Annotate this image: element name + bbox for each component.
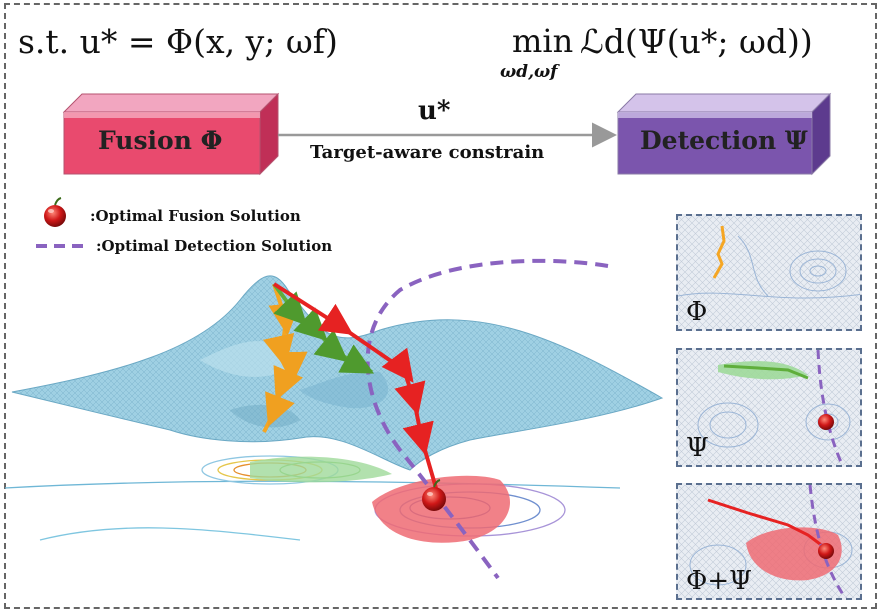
- panel-fusion-plot: [678, 216, 860, 329]
- arrow-caption: Target-aware constrain: [310, 142, 545, 163]
- objective-formula: ℒd(Ψ(u*; ωd)): [580, 22, 813, 61]
- legend-fusion-label: :Optimal Fusion Solution: [90, 207, 301, 225]
- objective-subscript: ωd,ωf: [500, 62, 558, 82]
- fusion-solution-apple-icon: [422, 479, 446, 511]
- objective-min: min: [512, 22, 574, 60]
- panel-detection-plot: [678, 350, 860, 465]
- panel-combined-plot: [678, 485, 860, 598]
- detection-solution-curve: [365, 258, 609, 580]
- legend-detection-label: :Optimal Detection Solution: [96, 237, 333, 255]
- detection-box: [616, 92, 832, 176]
- loss-surface: [11, 275, 664, 471]
- detection-box-label: Detection Ψ: [640, 126, 808, 155]
- fusion-region: [372, 475, 510, 543]
- floor-contours: [4, 455, 621, 541]
- fusion-box: [62, 92, 280, 176]
- constraint-formula: s.t. u* = Φ(x, y; ωf): [18, 22, 338, 61]
- path-red: [272, 282, 438, 489]
- fusion-box-label: Fusion Φ: [98, 126, 223, 155]
- panel-fusion-label: Φ: [686, 297, 708, 327]
- panel-combined-label: Φ+Ψ: [686, 566, 752, 596]
- panel-combined: Φ+Ψ: [676, 483, 862, 600]
- figure-frame: [4, 3, 877, 609]
- arrow-symbol: u*: [418, 96, 451, 126]
- legend-apple-icon: [44, 197, 66, 227]
- panel-detection-label: Ψ: [686, 433, 709, 463]
- panel-detection: Ψ: [676, 348, 862, 467]
- panel-fusion: Φ: [676, 214, 862, 331]
